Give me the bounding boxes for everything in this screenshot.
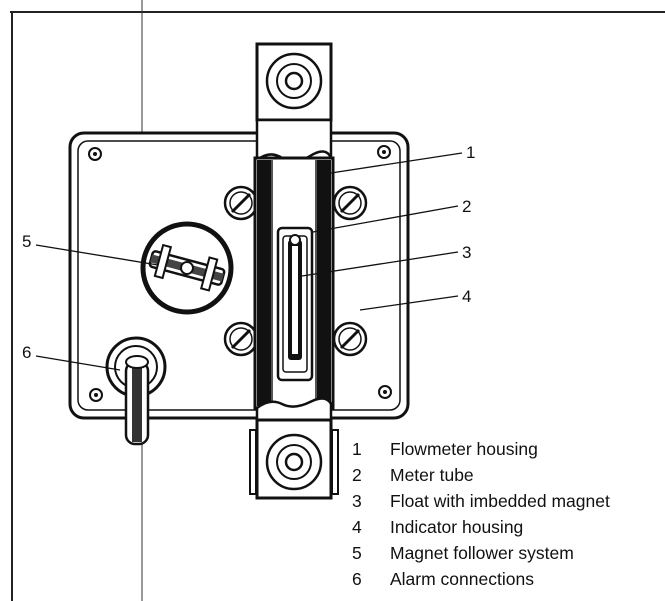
leader-line (330, 152, 463, 174)
legend-item: 3 Float with imbedded magnet (352, 488, 662, 514)
float-magnet (288, 234, 302, 360)
legend-number: 5 (352, 542, 362, 563)
alarm-connection (105, 336, 167, 446)
legend-item: 5 Magnet follower system (352, 540, 662, 566)
mounting-screw (223, 321, 259, 357)
magnet-follower-system (140, 221, 234, 315)
legend-number: 3 (352, 490, 362, 511)
callout-2: 2 (462, 197, 471, 216)
leader-line (301, 251, 459, 277)
legend-label: Indicator housing (390, 516, 524, 537)
legend-item: 4 Indicator housing (352, 514, 662, 540)
legend-item: 1 Flowmeter housing (352, 436, 662, 462)
callout-1: 1 (466, 143, 475, 162)
leader-line (35, 355, 121, 371)
leader-line (359, 295, 459, 311)
callout-6: 6 (22, 343, 31, 362)
legend-number: 1 (352, 438, 362, 459)
legend-label: Float with imbedded magnet (390, 490, 610, 511)
legend-label: Flowmeter housing (390, 438, 538, 459)
leader-line (312, 205, 459, 233)
leader-line (35, 244, 159, 266)
legend-label: Magnet follower system (390, 542, 574, 563)
legend-label: Alarm connections (390, 568, 534, 589)
callout-5: 5 (22, 232, 31, 251)
callout-4: 4 (462, 287, 471, 306)
legend-item: 6 Alarm connections (352, 566, 662, 592)
mounting-screw (332, 321, 368, 357)
legend-label: Meter tube (390, 464, 474, 485)
legend: 1 Flowmeter housing 2 Meter tube 3 Float… (352, 436, 662, 592)
legend-item: 2 Meter tube (352, 462, 662, 488)
legend-number: 2 (352, 464, 362, 485)
callout-3: 3 (462, 243, 471, 262)
legend-number: 6 (352, 568, 362, 589)
mounting-screw (332, 185, 368, 221)
mounting-screw (223, 185, 259, 221)
legend-number: 4 (352, 516, 362, 537)
